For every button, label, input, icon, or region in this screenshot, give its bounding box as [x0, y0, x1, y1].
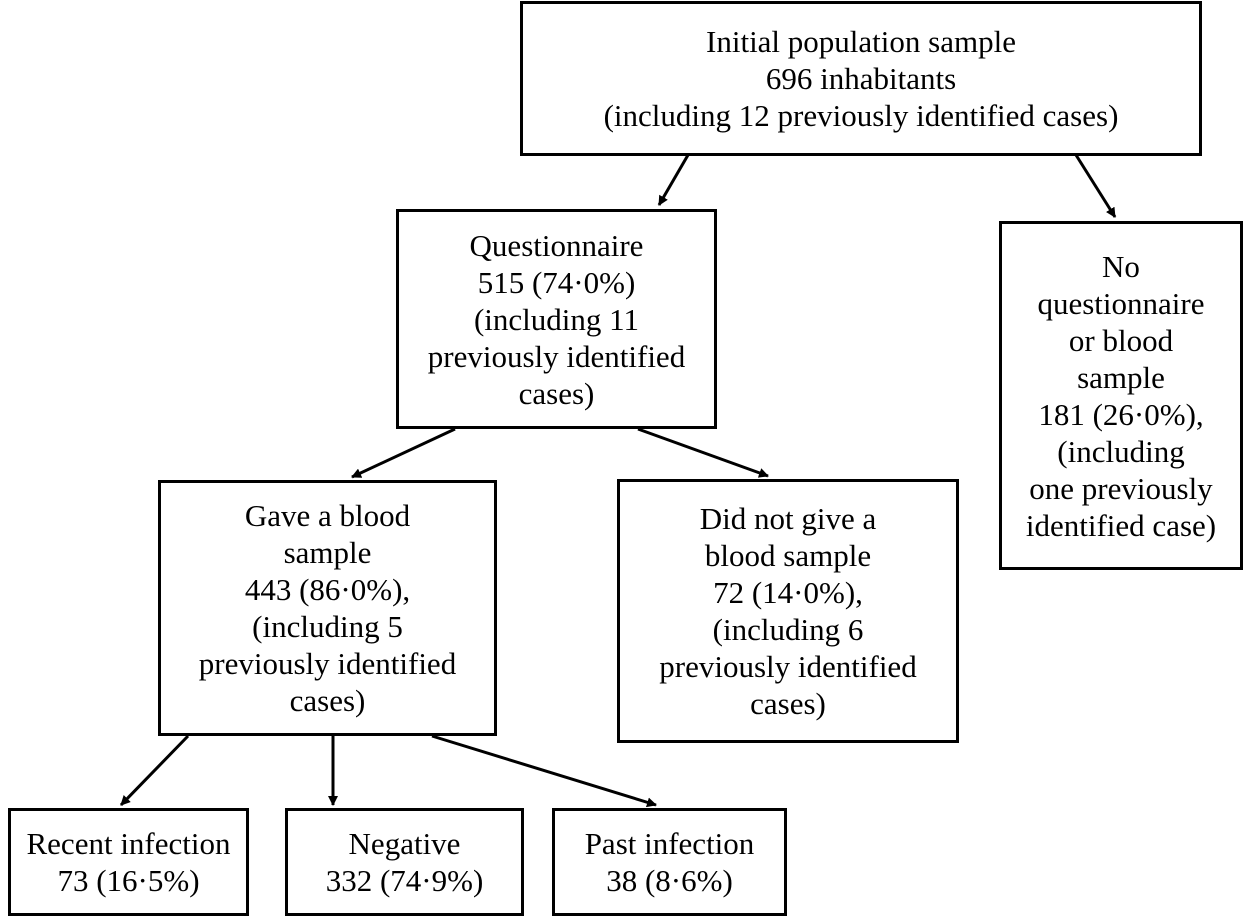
did-not-give-blood-box: Did not give a blood sample 72 (14·0%), …	[617, 479, 959, 743]
gave-blood-note-line-2: previously identified	[198, 646, 457, 681]
no-questionnaire-line-3: or blood	[1068, 322, 1174, 358]
arrow-initial-to-no-questionnaire	[1074, 154, 1117, 218]
arrow-questionnaire-to-did-not-give	[637, 427, 769, 478]
questionnaire-note-line-3: cases)	[518, 375, 595, 411]
initial-count: 696 inhabitants	[765, 61, 957, 96]
past-infection-count: 38 (8·6%)	[606, 863, 733, 898]
recent-infection-count: 73 (16·5%)	[57, 863, 200, 898]
negative-box: Negative 332 (74·9%)	[285, 808, 524, 916]
questionnaire-count: 515 (74·0%)	[477, 264, 636, 300]
no-questionnaire-line-4: sample	[1077, 359, 1165, 395]
did-not-give-title-line-2: blood sample	[704, 538, 872, 573]
arrow-gave-blood-to-recent	[119, 734, 190, 807]
gave-blood-title-line-2: sample	[283, 535, 372, 570]
no-questionnaire-count: 181 (26·0%),	[1038, 396, 1204, 432]
initial-note: (including 12 previously identified case…	[603, 98, 1119, 133]
no-questionnaire-note-line-3: identified case)	[1025, 507, 1217, 543]
no-questionnaire-line-1: No	[1102, 248, 1140, 284]
questionnaire-note-line-2: previously identified	[427, 338, 686, 374]
questionnaire-note-line-1: (including 11	[473, 301, 640, 337]
negative-count: 332 (74·9%)	[325, 863, 484, 898]
did-not-give-title-line-1: Did not give a	[699, 501, 877, 536]
initial-title: Initial population sample	[706, 24, 1016, 59]
gave-blood-title-line-1: Gave a blood	[244, 498, 411, 533]
arrow-initial-to-questionnaire	[657, 154, 690, 206]
did-not-give-note-line-3: cases)	[750, 686, 826, 721]
no-questionnaire-line-2: questionnaire	[1037, 285, 1205, 321]
did-not-give-count: 72 (14·0%),	[713, 575, 863, 610]
arrow-questionnaire-to-gave-blood	[351, 427, 456, 479]
no-questionnaire-note-line-1: (including	[1057, 433, 1185, 469]
questionnaire-box: Questionnaire 515 (74·0%) (including 11 …	[396, 209, 717, 429]
past-infection-box: Past infection 38 (8·6%)	[552, 808, 787, 916]
did-not-give-note-line-2: previously identified	[659, 649, 917, 684]
gave-blood-note-line-3: cases)	[289, 683, 366, 718]
initial-population-box: Initial population sample 696 inhabitant…	[520, 1, 1202, 156]
recent-infection-title: Recent infection	[26, 826, 231, 861]
recent-infection-box: Recent infection 73 (16·5%)	[8, 808, 249, 916]
past-infection-title: Past infection	[584, 826, 755, 861]
arrow-gave-blood-to-past	[431, 734, 657, 808]
no-questionnaire-note-line-2: one previously	[1029, 470, 1213, 506]
questionnaire-title: Questionnaire	[469, 227, 644, 263]
gave-blood-note-line-1: (including 5	[252, 609, 403, 644]
did-not-give-note-line-1: (including 6	[712, 612, 864, 647]
no-questionnaire-box: No questionnaire or blood sample 181 (26…	[999, 221, 1243, 570]
negative-title: Negative	[348, 826, 461, 861]
gave-blood-sample-box: Gave a blood sample 443 (86·0%), (includ…	[158, 480, 497, 736]
gave-blood-count: 443 (86·0%),	[244, 572, 411, 607]
